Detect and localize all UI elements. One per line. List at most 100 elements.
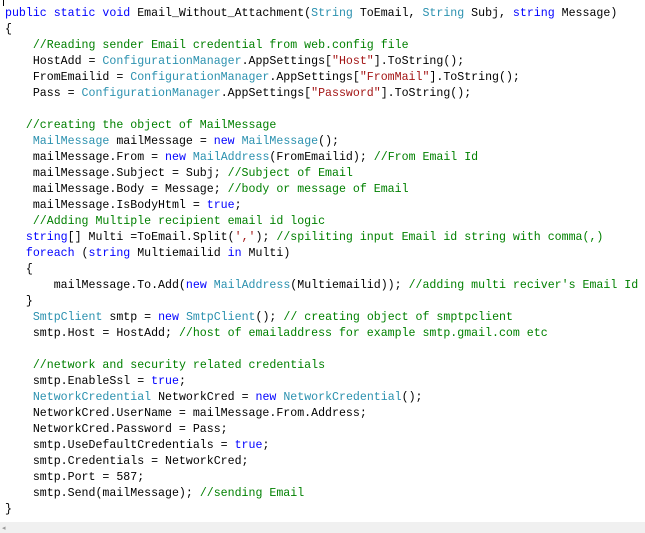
code-text: ( — [74, 247, 89, 260]
code-text: .AppSettings[ — [220, 87, 312, 100]
code-text: (); — [401, 391, 423, 404]
comment: //creating the object of MailMessage — [25, 119, 277, 132]
code-line: mailMessage.To.Add(new MailAddress(Multi… — [5, 278, 638, 294]
code-editor[interactable]: public static void Email_Without_Attachm… — [5, 6, 638, 518]
code-line: SmtpClient smtp = new SmtpClient(); // c… — [5, 310, 638, 326]
comment: //host of emailaddress for example smtp.… — [178, 327, 548, 340]
code-line: smtp.EnableSsl = true; — [5, 374, 638, 390]
code-line: Pass = ConfigurationManager.AppSettings[… — [5, 86, 638, 102]
code-line: FromEmailid = ConfigurationManager.AppSe… — [5, 70, 638, 86]
comment: //Reading sender Email credential from w… — [32, 39, 409, 52]
code-line: //creating the object of MailMessage — [5, 118, 638, 134]
code-text — [5, 231, 26, 244]
code-text — [186, 151, 193, 164]
code-text — [5, 311, 33, 324]
string-literal: ',' — [234, 231, 256, 244]
comment: //From Email Id — [373, 151, 479, 164]
code-line: mailMessage.Body = Message; //body or me… — [5, 182, 638, 198]
scroll-left-arrow-icon[interactable]: ◂ — [2, 524, 6, 532]
code-line: { — [5, 22, 638, 38]
code-line: MailMessage mailMessage = new MailMessag… — [5, 134, 638, 150]
comment: //sending Email — [199, 487, 305, 500]
code-line: NetworkCred.UserName = mailMessage.From.… — [5, 406, 638, 422]
code-text: smtp.UseDefaultCredentials = — [5, 439, 235, 452]
code-text: mailMessage.From = — [5, 151, 166, 164]
code-text: } — [5, 503, 12, 516]
code-text: } — [5, 295, 33, 308]
code-text: Message) — [554, 7, 618, 20]
code-text: ; — [234, 199, 242, 212]
code-text — [5, 391, 33, 404]
keyword: new — [158, 311, 179, 324]
code-line: smtp.Host = HostAdd; //host of emailaddr… — [5, 326, 638, 342]
keyword: new — [165, 151, 186, 164]
code-line: smtp.Port = 587; — [5, 470, 638, 486]
code-text: ].ToString(); — [373, 55, 465, 68]
code-text: ); — [255, 231, 277, 244]
type-name: NetworkCredential — [32, 391, 152, 404]
code-text: Email_Without_Attachment( — [130, 7, 312, 20]
keyword: true — [234, 439, 263, 452]
keyword: string — [88, 247, 131, 260]
code-line: public static void Email_Without_Attachm… — [5, 6, 638, 22]
code-text: (Multiemailid)); — [290, 279, 409, 292]
code-text: { — [5, 23, 12, 36]
string-literal: "Password" — [311, 87, 381, 100]
code-text: NetworkCred.Password = Pass; — [5, 423, 228, 436]
code-text: ; — [262, 439, 270, 452]
keyword: new — [185, 279, 207, 292]
code-text: NetworkCred.UserName = mailMessage.From.… — [5, 407, 367, 420]
keyword: string — [25, 231, 68, 244]
code-text — [5, 247, 26, 260]
code-line: smtp.Send(mailMessage); //sending Email — [5, 486, 638, 502]
code-text: Multiemailid — [130, 247, 228, 260]
code-text: (); — [255, 311, 284, 324]
code-text — [207, 279, 214, 292]
code-line: mailMessage.From = new MailAddress(FromE… — [5, 150, 638, 166]
code-text — [5, 119, 26, 132]
code-text: HostAdd = — [5, 55, 103, 68]
type-name: ConfigurationManager — [102, 55, 242, 68]
code-text: Pass = — [5, 87, 82, 100]
type-name: String — [422, 7, 465, 20]
code-line: smtp.UseDefaultCredentials = true; — [5, 438, 638, 454]
code-text: Subj, — [464, 7, 513, 20]
comment: //network and security related credentia… — [32, 359, 326, 372]
string-literal: "Host" — [332, 55, 374, 68]
code-line: } — [5, 294, 638, 310]
keyword: string — [512, 7, 555, 20]
code-text — [5, 135, 33, 148]
horizontal-scrollbar[interactable]: ◂ — [0, 522, 645, 533]
type-name: MailAddress — [192, 151, 270, 164]
code-text: smtp.Send(mailMessage); — [5, 487, 200, 500]
code-text — [5, 215, 33, 228]
code-line: } — [5, 502, 638, 518]
string-literal: "FromMail" — [359, 71, 430, 84]
code-line: foreach (string Multiemailid in Multi) — [5, 246, 638, 262]
code-text: mailMessage.Body = Message; — [5, 183, 228, 196]
code-text: mailMessage.Subject = Subj; — [5, 167, 228, 180]
code-text — [5, 39, 33, 52]
type-name: SmtpClient — [32, 311, 103, 324]
code-text: mailMessage.To.Add( — [5, 279, 186, 292]
comment: //spiliting input Email id string with c… — [276, 231, 604, 244]
keyword: true — [206, 199, 235, 212]
code-text: Multi) — [241, 247, 291, 260]
comment: //adding multi reciver's Email Id — [408, 279, 639, 292]
code-text: { — [5, 263, 33, 276]
keyword: public static void — [5, 7, 131, 20]
keyword: foreach — [25, 247, 75, 260]
comment: //Adding Multiple recipient email id log… — [32, 215, 326, 228]
code-text: (); — [318, 135, 339, 148]
code-text: ; — [178, 375, 186, 388]
code-text: smtp.EnableSsl = — [5, 375, 152, 388]
code-line: NetworkCred.Password = Pass; — [5, 422, 638, 438]
code-text: [] Multi =ToEmail.Split( — [67, 231, 235, 244]
type-name: ConfigurationManager — [130, 71, 270, 84]
code-text: (FromEmailid); — [269, 151, 374, 164]
code-line: ​ — [5, 102, 638, 118]
type-name: String — [311, 7, 353, 20]
type-name: NetworkCredential — [283, 391, 402, 404]
code-text: smtp.Credentials = NetworkCred; — [5, 455, 249, 468]
code-line: //Reading sender Email credential from w… — [5, 38, 638, 54]
